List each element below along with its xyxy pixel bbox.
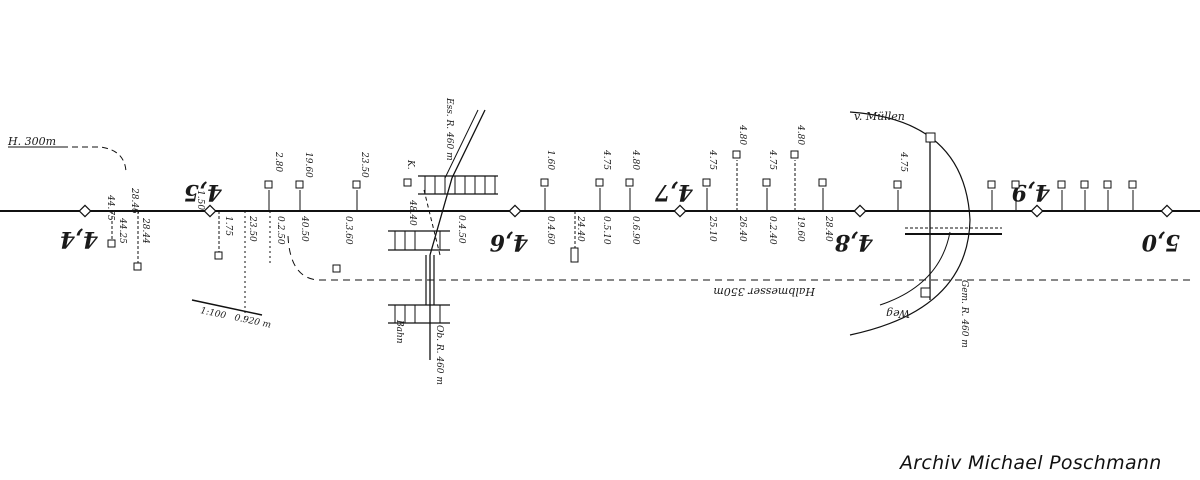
curve-left-label: H. 300m <box>7 135 56 148</box>
label-above-6: 4.75 <box>601 149 611 170</box>
gradient-label-1: 1:100 <box>199 306 227 321</box>
label-above-4: 23.50 <box>359 151 369 178</box>
crossing-track-upper-2 <box>444 109 479 179</box>
label-above-9: 4.80 <box>737 124 747 145</box>
label-small-5: 1.75 <box>223 216 233 236</box>
label-small-3: 44.25 <box>117 217 127 244</box>
km-label-4-4: 4,4 <box>60 226 98 252</box>
label-small-9: 0.3.60 <box>343 216 353 245</box>
label-above-8: 4.75 <box>707 149 717 170</box>
lower-loop-box <box>332 264 341 273</box>
label-above-1: 1.50 <box>195 190 205 210</box>
bridge-hatching <box>394 176 496 323</box>
km-label-4-5: 4,5 <box>184 179 222 205</box>
km-label-5-0: 5,0 <box>1141 229 1180 255</box>
k-label-1: K. <box>405 159 415 170</box>
gradient-label-2: 0.920 m <box>233 313 271 331</box>
crossing-track-upper <box>429 109 486 256</box>
km-marker-4-4 <box>78 204 92 218</box>
name-label: v. Müllen <box>854 110 905 123</box>
label-small-1: 44.75 <box>105 194 115 221</box>
label-small-18: 0.2.40 <box>767 216 777 245</box>
archive-stamp: Archiv Michael Poschmann <box>900 452 1162 474</box>
label-small-19: 19.60 <box>795 216 805 242</box>
gradient-line <box>191 299 263 316</box>
bahn-label: Bahn <box>394 319 404 344</box>
km-marker-4-6 <box>508 204 522 218</box>
upper-track-label: Ess. R. 460 m <box>444 97 454 161</box>
label-small-20: 28.40 <box>823 215 833 242</box>
label-small-8: 40.50 <box>299 215 309 242</box>
km-marker-5-0 <box>1160 204 1174 218</box>
km-label-4-6: 4,6 <box>490 229 528 255</box>
main-radius-label: Halbmesser 350m <box>713 285 816 298</box>
middle-section-marks <box>540 150 827 263</box>
km-markers <box>78 204 1174 218</box>
label-small-6: 23.50 <box>247 215 257 242</box>
label-small-16: 25.10 <box>707 215 717 242</box>
label-above-3: 19.60 <box>303 152 313 178</box>
label-small-13: 24.40 <box>575 215 585 242</box>
lower-dashed-loop <box>287 235 1195 281</box>
right-bottom-box <box>920 287 931 298</box>
right-section-marks <box>893 180 1137 211</box>
label-small-4: 28.44 <box>140 217 150 244</box>
km-marker-4-5 <box>203 204 217 218</box>
gem-radius-label: Gem. R. 460 m <box>959 280 969 348</box>
weg-label: Weg <box>886 307 910 320</box>
label-small-15: 0.6.90 <box>630 216 640 245</box>
label-above-2: 2.80 <box>273 151 283 172</box>
label-above-10: 4.75 <box>767 149 777 170</box>
label-above-7: 4.80 <box>630 149 640 170</box>
upper-ticks-left <box>264 180 361 211</box>
left-section-marks <box>107 211 271 320</box>
label-small-17: 26.40 <box>737 215 747 242</box>
lower-track-label: Ob. R. 460 m <box>434 325 444 385</box>
curve-left-arc <box>62 146 127 173</box>
right-arc-outer <box>849 111 971 336</box>
label-above-11: 4.80 <box>795 124 805 145</box>
label-above-12: 4.75 <box>898 151 908 172</box>
km-marker-4-7 <box>673 204 687 218</box>
label-small-2: 28.46 <box>129 187 139 214</box>
bridge-box <box>403 178 412 187</box>
label-small-11: 0.4.50 <box>456 215 466 244</box>
label-small-7: 0.2.50 <box>275 216 285 245</box>
label-small-14: 0.5.10 <box>601 216 611 245</box>
km-label-4-7: 4,7 <box>654 179 693 205</box>
right-top-box <box>925 132 936 143</box>
label-small-10: 48.40 <box>407 199 417 226</box>
label-above-5: 1.60 <box>545 150 555 170</box>
km-label-4-8: 4,8 <box>835 229 873 255</box>
km-marker-4-9 <box>1030 204 1044 218</box>
right-arc-inner <box>879 231 951 306</box>
label-small-12: 0.4.60 <box>545 216 555 245</box>
km-marker-4-8 <box>853 204 867 218</box>
